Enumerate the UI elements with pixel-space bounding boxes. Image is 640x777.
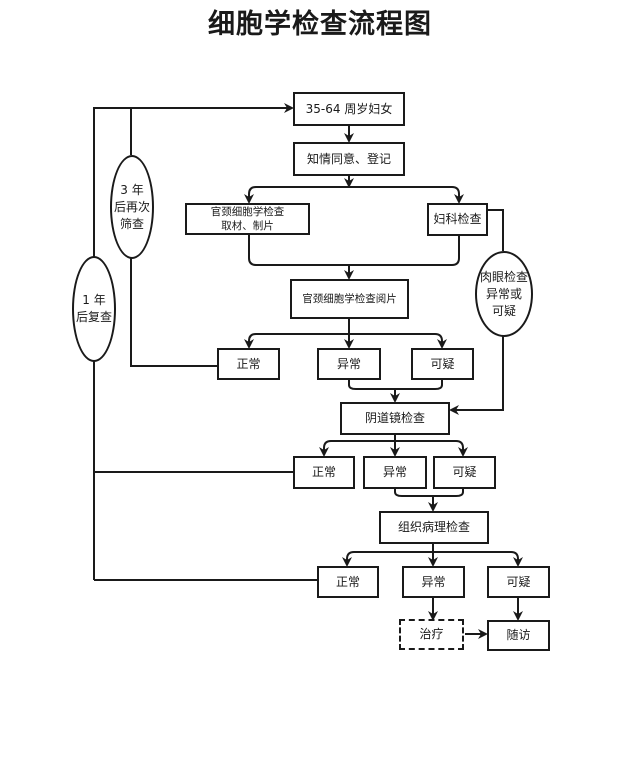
node-visual-line1: 肉眼检查 [479,269,528,284]
node-cytology-reading: 官颈细胞学检查阅片 [290,279,409,319]
connector-cyto-merge [348,380,443,390]
node-histopathology-suspicious: 可疑 [487,566,550,598]
node-visual-line3: 可疑 [491,303,516,318]
connector-reading-left [244,333,349,349]
connector-histo-left [342,551,433,567]
node-cytology-sampling-line2: 取材、制片 [221,220,274,232]
node-visual-line2: 异常或 [485,286,522,301]
node-1yr-line1: 1 年 [82,293,106,307]
node-histopathology-normal: 正常 [317,566,379,598]
node-3yr-line1: 3 年 [120,182,144,197]
node-1yr-line2: 后复查 [75,310,112,324]
node-rescreen-3-years: 3 年 后再次 筛查 [110,155,154,259]
connector-colpo-left [319,440,395,457]
node-colposcopy: 阴道镜检查 [340,402,450,435]
connector-merge-left [248,234,349,266]
node-histopathology: 组织病理检查 [379,511,489,544]
node-colposcopy-suspicious: 可疑 [433,456,496,489]
node-cytology-suspicious: 可疑 [411,348,474,380]
node-histopathology-abnormal: 异常 [402,566,465,598]
connector-3yr-bottom [130,258,218,367]
node-cytology-sampling-line1: 官颈细胞学检查 [210,206,285,218]
diagram-title: 细胞学检查流程图 [208,9,432,40]
node-colposcopy-abnormal: 异常 [363,456,427,489]
connector-loop-to-start [93,103,294,580]
node-gynecological-exam: 妇科检查 [427,203,488,236]
connector-merge-right [349,236,460,266]
connector-colpo-right [395,440,468,457]
connector-reading-right [349,333,447,349]
node-3yr-line3: 筛查 [119,216,144,231]
node-follow-up: 随访 [487,620,550,651]
node-recheck-1-year: 1 年 后复查 [72,256,116,362]
connector-histo-right [433,551,523,567]
node-visual-exam-abnormal: 肉眼检查 异常或 可疑 [475,251,533,337]
connector-split-right [349,186,464,204]
node-consent-registration: 知情同意、登记 [293,142,405,176]
connector-colpo-merge [394,489,464,497]
node-treatment: 治疗 [399,619,464,650]
connector-gyn-visual [487,209,504,251]
node-colposcopy-normal: 正常 [293,456,355,489]
connector-split-left [244,186,349,204]
node-cytology-abnormal: 异常 [317,348,381,380]
connector-visual-colpo [449,335,504,415]
node-cytology-normal: 正常 [217,348,280,380]
node-target-women: 35-64 周岁妇女 [293,92,405,126]
node-3yr-line2: 后再次 [113,199,150,214]
node-cytology-sampling: 官颈细胞学检查 取材、制片 [185,203,310,235]
